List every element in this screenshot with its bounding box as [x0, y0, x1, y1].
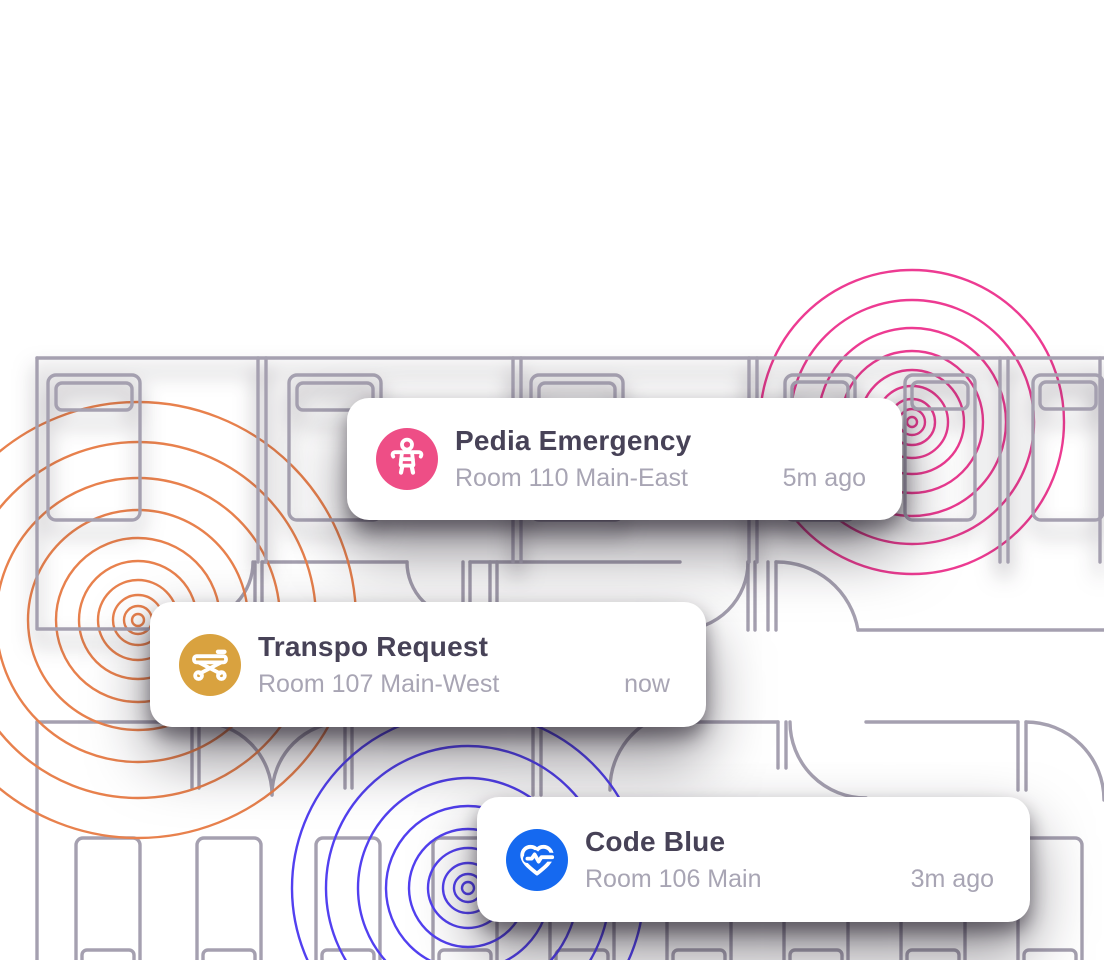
- notification-time: 3m ago: [910, 864, 994, 893]
- bed: [46, 373, 142, 522]
- door-jamb: [190, 720, 1028, 797]
- bed-pillow: [201, 948, 257, 960]
- door-arc: [197, 720, 274, 797]
- bed-pillow: [320, 948, 376, 960]
- bed: [903, 373, 977, 522]
- notification-room: Room 107 Main-West: [258, 669, 500, 698]
- bed: [74, 836, 142, 960]
- bed-pillow: [905, 948, 961, 960]
- bed-pillow: [54, 381, 134, 412]
- bed: [1031, 373, 1104, 522]
- bed: [195, 836, 263, 960]
- stretcher-icon: [179, 633, 241, 696]
- heart-pulse-icon: [506, 828, 568, 891]
- notification-room: Room 110 Main-East: [455, 464, 688, 492]
- baby-icon: [376, 428, 438, 490]
- notification-room: Room 106 Main: [585, 864, 762, 893]
- notification-title: Transpo Request: [258, 630, 489, 662]
- notification-title: Pedia Emergency: [455, 425, 692, 456]
- bed-pillow: [554, 948, 610, 960]
- bed-pillow: [671, 948, 727, 960]
- notification-card-pedia-emergency[interactable]: Pedia Emergency Room 110 Main-East 5m ag…: [347, 398, 902, 520]
- bed: [314, 836, 382, 960]
- notification-text: Pedia Emergency Room 110 Main-East 5m ag…: [455, 425, 866, 493]
- notification-card-transpo-request[interactable]: Transpo Request Room 107 Main-West now: [150, 602, 706, 727]
- door-arc: [608, 720, 650, 792]
- notification-title: Code Blue: [585, 825, 726, 857]
- door-arc: [270, 720, 347, 797]
- notification-text: Code Blue Room 106 Main 3m ago: [585, 826, 994, 894]
- bed-pillow: [1038, 380, 1098, 411]
- bed-pillow: [1022, 948, 1078, 960]
- bed-pillow: [910, 380, 970, 411]
- wall: [35, 356, 150, 631]
- bed-pillow: [788, 948, 844, 960]
- notification-card-code-blue[interactable]: Code Blue Room 106 Main 3m ago: [477, 797, 1030, 922]
- notification-text: Transpo Request Room 107 Main-West now: [258, 631, 670, 699]
- notification-time: 5m ago: [782, 464, 866, 492]
- door-arc: [774, 560, 860, 632]
- bed-pillow: [80, 948, 136, 960]
- door-arc: [788, 720, 868, 800]
- bed-pillow: [437, 948, 493, 960]
- door-arc: [1024, 720, 1104, 802]
- notification-time: now: [624, 669, 670, 698]
